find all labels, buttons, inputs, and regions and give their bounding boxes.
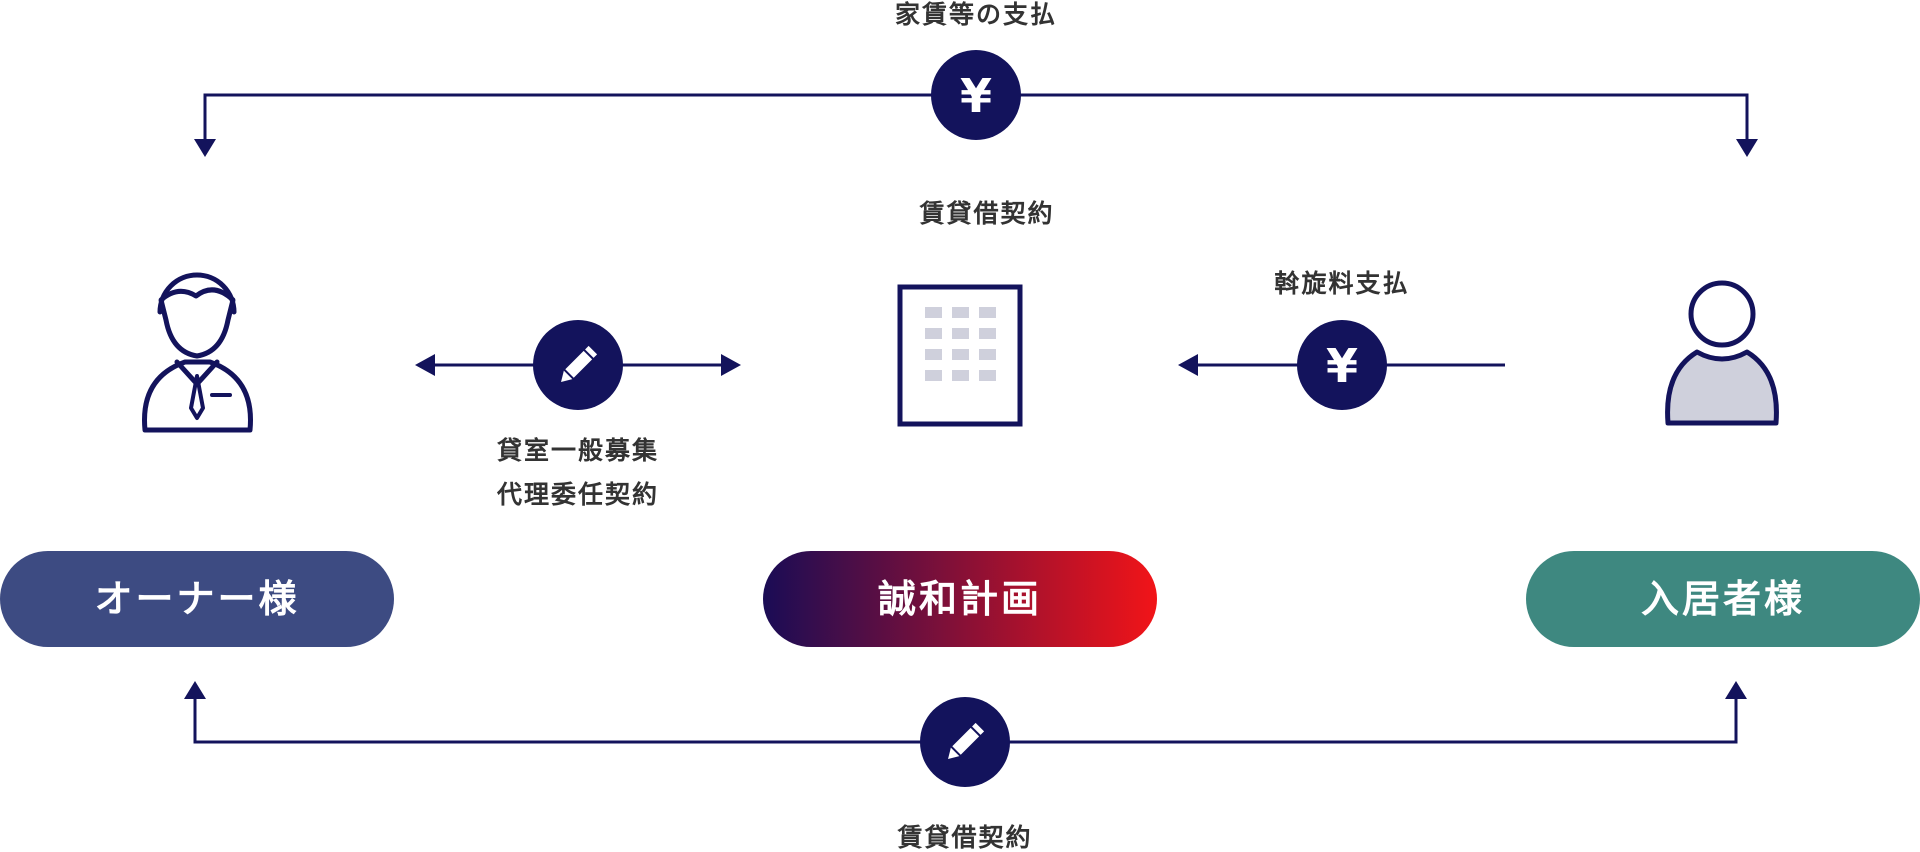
- top-yen-badge: ¥: [931, 50, 1021, 140]
- yen-icon: ¥: [1326, 339, 1358, 393]
- company-pill: 誠和計画: [763, 551, 1157, 647]
- top-flow-line-left: [203, 93, 950, 145]
- owner-pill: オーナー様: [0, 551, 394, 647]
- top-payment-label: 家賃等の支払: [895, 0, 1057, 29]
- bottom-flow-line-left: [193, 695, 940, 744]
- tenant-pill: 入居者様: [1526, 551, 1920, 647]
- owner-person-icon: [142, 272, 253, 433]
- agency-arrow-right-icon: [721, 354, 741, 376]
- agency-arrow-left-icon: [415, 354, 435, 376]
- owner-label: オーナー様: [94, 577, 299, 621]
- pencil-icon: [561, 345, 598, 382]
- top-arrow-to-owner-icon: [194, 139, 216, 157]
- lease-contract-label-bottom: 賃貸借契約: [896, 823, 1032, 852]
- bottom-arrow-to-tenant-icon: [1725, 681, 1747, 699]
- top-flow-line-right: [1010, 93, 1749, 145]
- brokerage-yen-badge: ¥: [1297, 320, 1387, 410]
- company-label: 誠和計画: [878, 577, 1042, 621]
- pencil-icon: [948, 722, 985, 759]
- brokerage-fee-label: 斡旋料支払: [1274, 269, 1409, 298]
- top-payment-flow: [203, 93, 1749, 145]
- agency-contract-label-line1: 貸室一般募集: [497, 436, 659, 465]
- lease-contract-label-middle: 賃貸借契約: [918, 199, 1054, 228]
- yen-circle: [1297, 320, 1387, 410]
- bottom-lease-flow: [193, 695, 1738, 744]
- bottom-flow-line-right: [990, 695, 1738, 744]
- tenant-person-icon: [1665, 280, 1779, 426]
- agency-contract-label-line2: 代理委任契約: [496, 480, 659, 509]
- yen-icon: ¥: [960, 69, 992, 123]
- yen-circle: [931, 50, 1021, 140]
- brokerage-arrow-left-icon: [1178, 354, 1198, 376]
- tenant-label: 入居者様: [1641, 577, 1805, 621]
- bottom-pencil-badge: [920, 697, 1010, 787]
- building-icon: [897, 284, 1023, 427]
- agency-pencil-badge: [533, 320, 623, 410]
- bottom-arrow-to-owner-icon: [184, 681, 206, 699]
- top-arrow-to-tenant-icon: [1736, 139, 1758, 157]
